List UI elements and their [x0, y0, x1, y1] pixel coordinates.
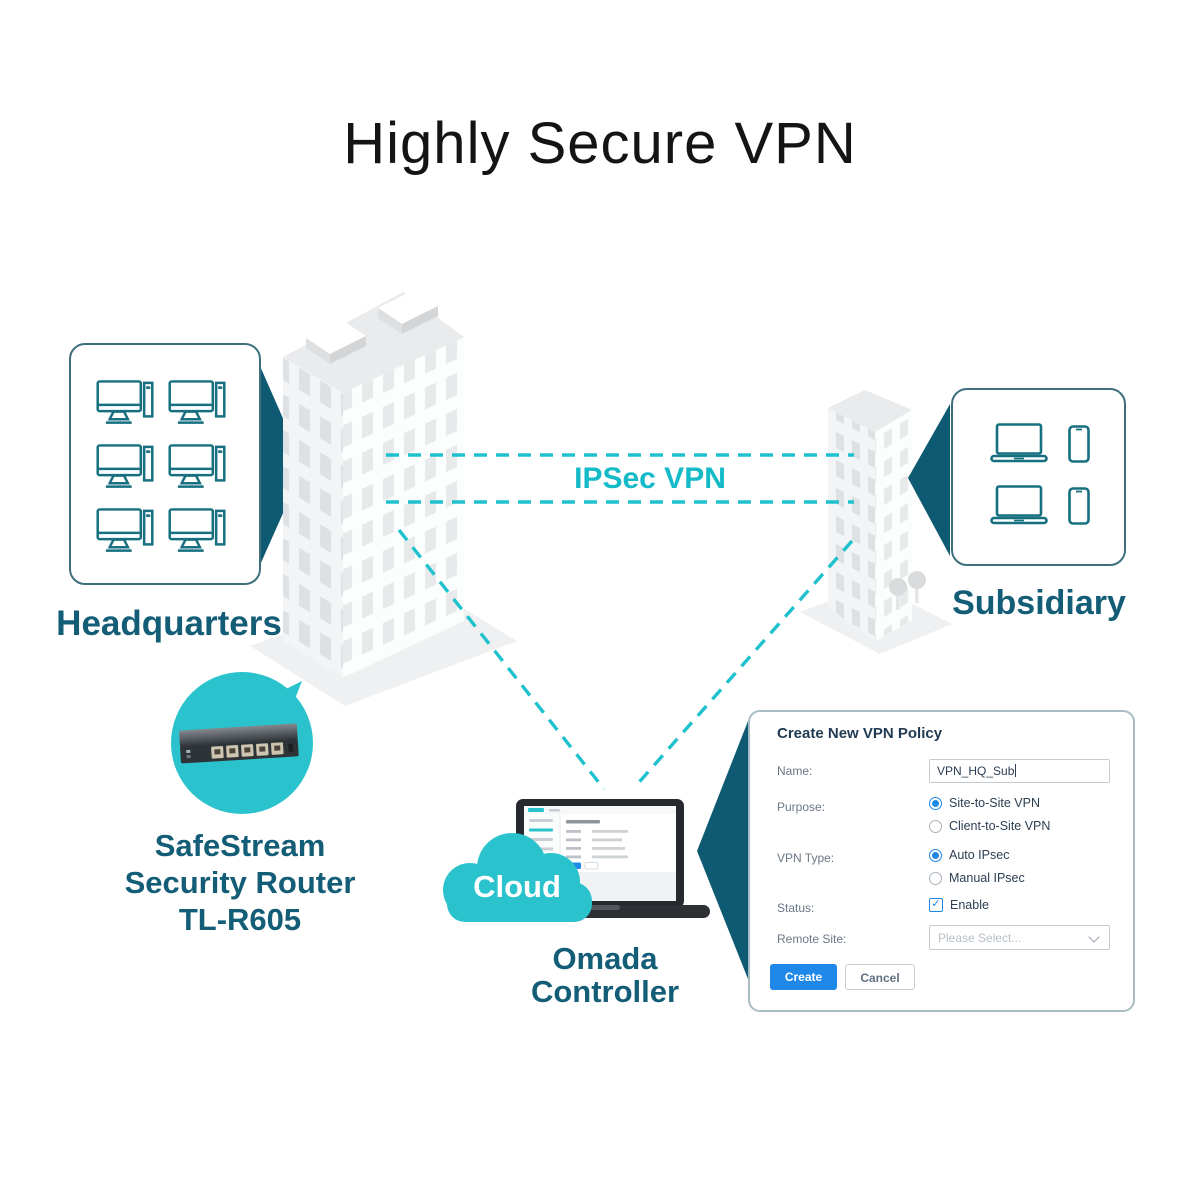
- router-name-line2: Security Router: [124, 865, 356, 900]
- radio-selected-icon[interactable]: [929, 848, 942, 862]
- vpn-type-label: VPN Type:: [777, 851, 835, 865]
- purpose-option-client-to-site[interactable]: Client-to-Site VPN: [929, 819, 1050, 833]
- radio-unselected-icon[interactable]: [929, 819, 942, 833]
- router-name-line1: SafeStream: [154, 828, 326, 863]
- hq-building: [250, 290, 517, 706]
- vpn-type-option-label: Auto IPsec: [949, 848, 1010, 862]
- cloud-shape: [443, 833, 592, 922]
- dialog-title: Create New VPN Policy: [777, 725, 943, 742]
- omada-line1: Omada: [552, 941, 658, 976]
- vpn-type-option-label: Manual IPsec: [949, 871, 1025, 885]
- ipsec-vpn-label: IPSec VPN: [574, 462, 726, 495]
- omada-line2: Controller: [530, 974, 680, 1009]
- vpn-type-option-manual[interactable]: Manual IPsec: [929, 871, 1025, 885]
- subsidiary-building: [800, 390, 952, 654]
- hq-roof-unit: [306, 290, 438, 364]
- router-callout-bubble: [171, 672, 313, 814]
- router-name-line3: TL-R605: [178, 902, 302, 937]
- remote-site-select[interactable]: Please Select...: [929, 925, 1110, 950]
- router-name-label: SafeStream Security Router TL-R605: [112, 827, 368, 938]
- vpn-name-value: VPN_HQ_Sub: [937, 764, 1015, 778]
- status-label: Status:: [777, 901, 815, 915]
- name-label: Name:: [777, 764, 813, 778]
- remote-site-placeholder: Please Select...: [938, 931, 1022, 945]
- headquarters-label: Headquarters: [56, 604, 282, 643]
- router-product-image: [179, 723, 299, 764]
- vpn-tunnel-lines: [386, 453, 854, 791]
- hq-callout-box: [69, 343, 261, 585]
- create-button[interactable]: Create: [770, 964, 837, 990]
- hq-to-controller-line: [397, 528, 606, 791]
- subsidiary-callout-box: [951, 388, 1126, 566]
- radio-unselected-icon[interactable]: [929, 871, 942, 885]
- vpn-name-input[interactable]: VPN_HQ_Sub: [929, 759, 1110, 783]
- tree-icons: [889, 571, 926, 610]
- vpn-type-option-auto[interactable]: Auto IPsec: [929, 848, 1009, 862]
- status-option-label: Enable: [950, 898, 989, 912]
- dialog-callout-pointer: [697, 716, 750, 984]
- status-enable-option[interactable]: Enable: [929, 898, 989, 912]
- subsidiary-label: Subsidiary: [952, 584, 1126, 622]
- purpose-label: Purpose:: [777, 800, 826, 814]
- purpose-option-label: Site-to-Site VPN: [949, 796, 1041, 810]
- hq-callout-pointer: [256, 357, 304, 574]
- page-title: Highly Secure VPN: [343, 111, 857, 176]
- purpose-option-site-to-site[interactable]: Site-to-Site VPN: [929, 796, 1040, 810]
- text-caret: [1015, 764, 1017, 777]
- cloud-label: Cloud: [473, 869, 561, 904]
- subsidiary-to-controller-line: [632, 539, 854, 790]
- checkbox-checked-icon[interactable]: [929, 898, 943, 912]
- omada-controller-label: Omada Controller: [502, 942, 708, 1008]
- purpose-option-label: Client-to-Site VPN: [949, 819, 1051, 833]
- remote-site-label: Remote Site:: [777, 932, 847, 946]
- create-vpn-policy-dialog: Create New VPN Policy Name: VPN_HQ_Sub P…: [748, 710, 1135, 1012]
- cancel-button[interactable]: Cancel: [845, 964, 915, 990]
- subsidiary-callout-pointer: [908, 404, 950, 556]
- radio-selected-icon[interactable]: [929, 796, 942, 810]
- chevron-down-icon: [1088, 931, 1100, 943]
